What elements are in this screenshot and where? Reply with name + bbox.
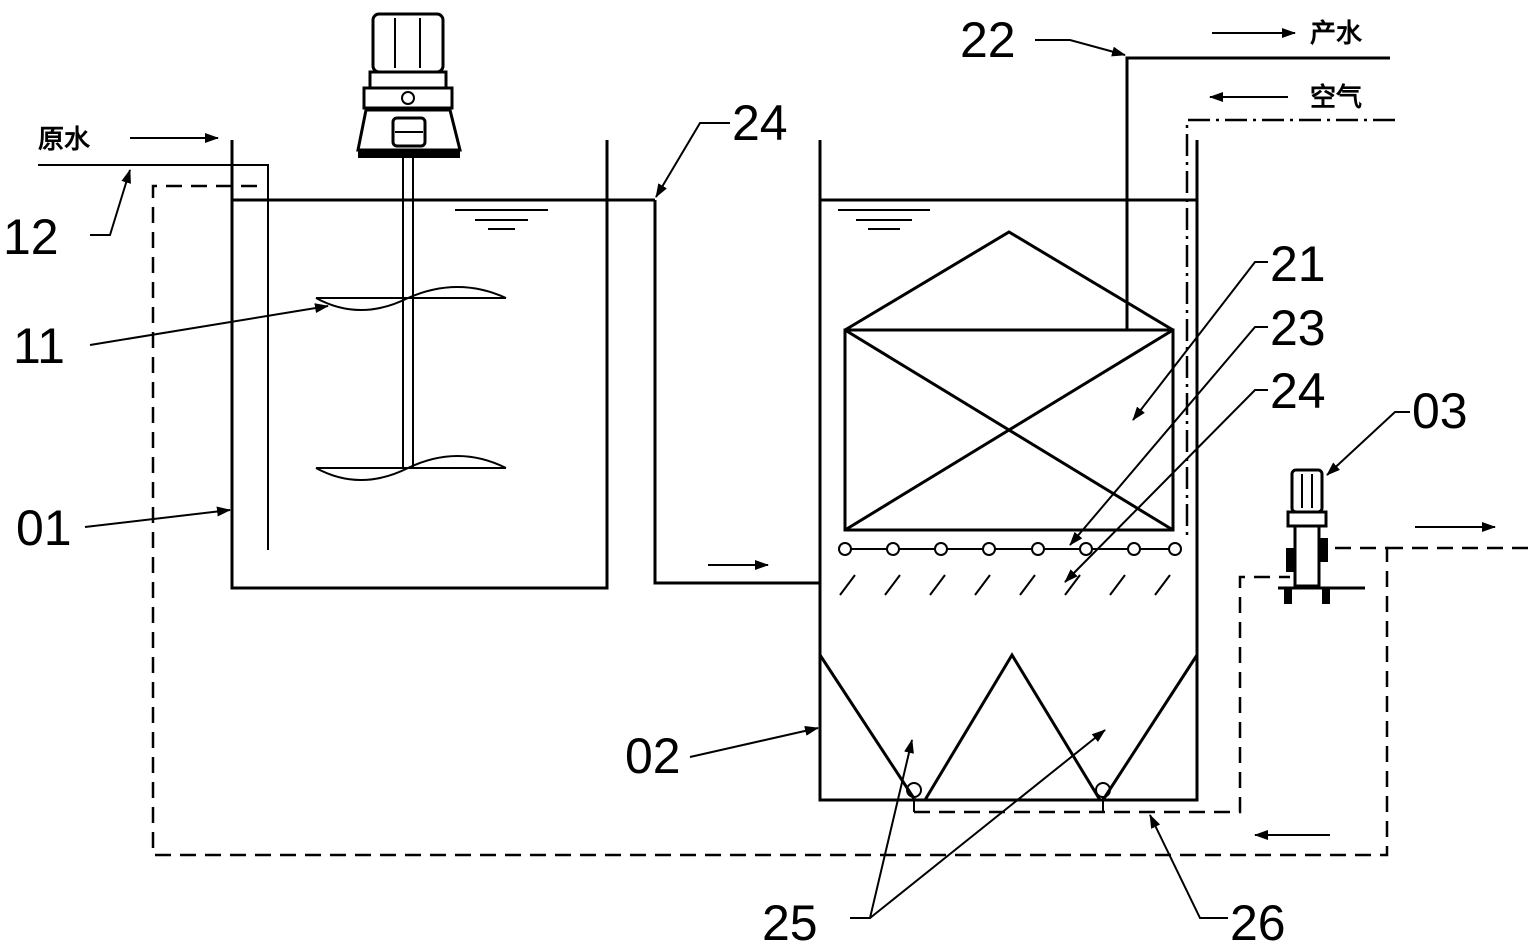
impeller-blades-11 xyxy=(315,286,507,481)
label-21: 21 xyxy=(1270,236,1326,292)
aerator-row-23 xyxy=(838,542,1182,556)
label-03: 03 xyxy=(1412,383,1468,439)
distribution-plate-24 xyxy=(839,574,1171,596)
label-24-right: 24 xyxy=(1270,363,1326,419)
label-11: 11 xyxy=(13,318,65,374)
agitator-shaft xyxy=(402,158,414,468)
water-level-symbol xyxy=(455,209,548,230)
label-25: 25 xyxy=(762,895,818,951)
label-air: 空气 xyxy=(1310,82,1362,113)
air-pipe xyxy=(1185,92,1395,540)
mixing-tank-01 xyxy=(38,140,655,590)
label-22: 22 xyxy=(960,12,1016,68)
membrane-tank-02 xyxy=(818,56,1390,812)
label-02: 02 xyxy=(625,728,681,784)
label-12: 12 xyxy=(3,209,59,265)
label-01: 01 xyxy=(16,500,72,556)
pump-03 xyxy=(1278,468,1365,604)
label-24-top: 24 xyxy=(732,95,788,151)
label-raw-water: 原水 xyxy=(38,125,91,155)
sludge-hopper xyxy=(818,652,1199,812)
leader-lines xyxy=(84,39,1410,919)
agitator-motor xyxy=(356,12,462,158)
transfer-pipe xyxy=(653,200,820,585)
membrane-module-21 xyxy=(843,230,1175,532)
water-level-symbol xyxy=(838,209,930,230)
label-23: 23 xyxy=(1270,300,1326,356)
label-26: 26 xyxy=(1230,895,1286,951)
sludge-return-line-26 xyxy=(151,184,1530,857)
label-product-water: 产水 xyxy=(1310,19,1363,49)
